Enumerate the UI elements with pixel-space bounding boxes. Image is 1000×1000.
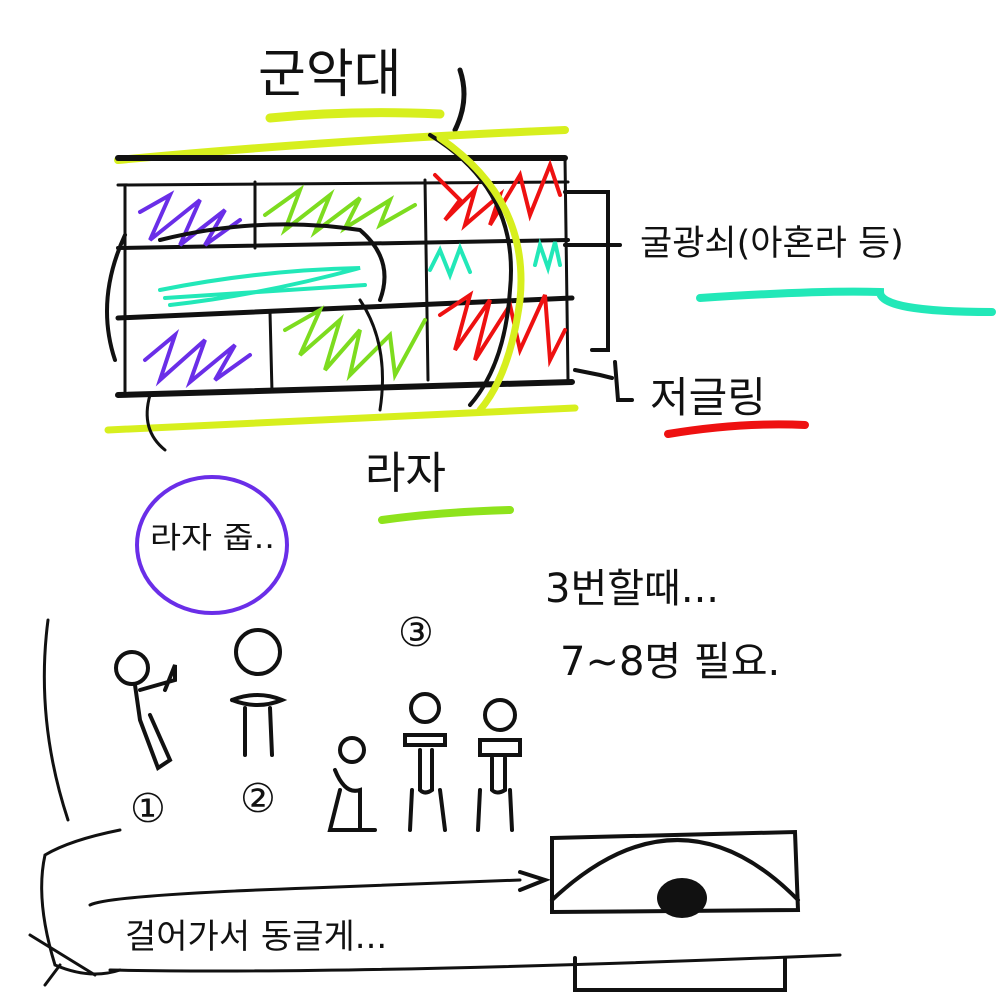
num-1-label: ① xyxy=(130,786,166,832)
path-arrow xyxy=(518,870,551,892)
title-underline xyxy=(265,108,445,123)
bottom-note-label: 걸어가서 동글게... xyxy=(125,917,387,957)
left-sweep xyxy=(28,933,97,987)
performer-figures xyxy=(114,628,522,832)
side-top-underline xyxy=(696,287,996,316)
green-zone xyxy=(263,184,427,382)
circle-note-label: 라자 줍.. xyxy=(150,521,275,556)
stage-drum xyxy=(550,829,801,992)
center-underline xyxy=(378,506,514,524)
bracket-connector xyxy=(563,190,622,352)
circle-connector xyxy=(145,393,167,452)
side-bottom-underline xyxy=(664,420,809,438)
yellow-arc xyxy=(436,134,525,414)
center-connector xyxy=(358,298,384,412)
note-line-1: 3번할때... xyxy=(545,566,719,612)
num-3-label: ③ xyxy=(398,610,434,656)
cyan-zone xyxy=(158,238,562,307)
center-label: 라자 xyxy=(365,448,446,499)
num-2-label: ② xyxy=(240,776,276,822)
title-label: 군악대 xyxy=(258,45,402,105)
side-top-label: 굴광쇠(아혼라 등) xyxy=(640,224,904,264)
bottom-note-box-line xyxy=(108,953,842,973)
formation-grid xyxy=(115,155,575,398)
walking-path xyxy=(40,828,522,976)
arc-top-stroke xyxy=(452,67,467,133)
drum-center xyxy=(657,878,707,918)
note-line-2: 7~8명 필요. xyxy=(560,639,780,685)
purple-zone xyxy=(138,190,252,389)
circle-note-ring xyxy=(135,475,289,615)
yellow-top-line xyxy=(114,126,569,164)
bottom-connector xyxy=(573,360,634,402)
side-bottom-label: 저글링 xyxy=(650,373,766,422)
yellow-bottom-line xyxy=(104,404,579,434)
left-path-line xyxy=(42,618,70,822)
